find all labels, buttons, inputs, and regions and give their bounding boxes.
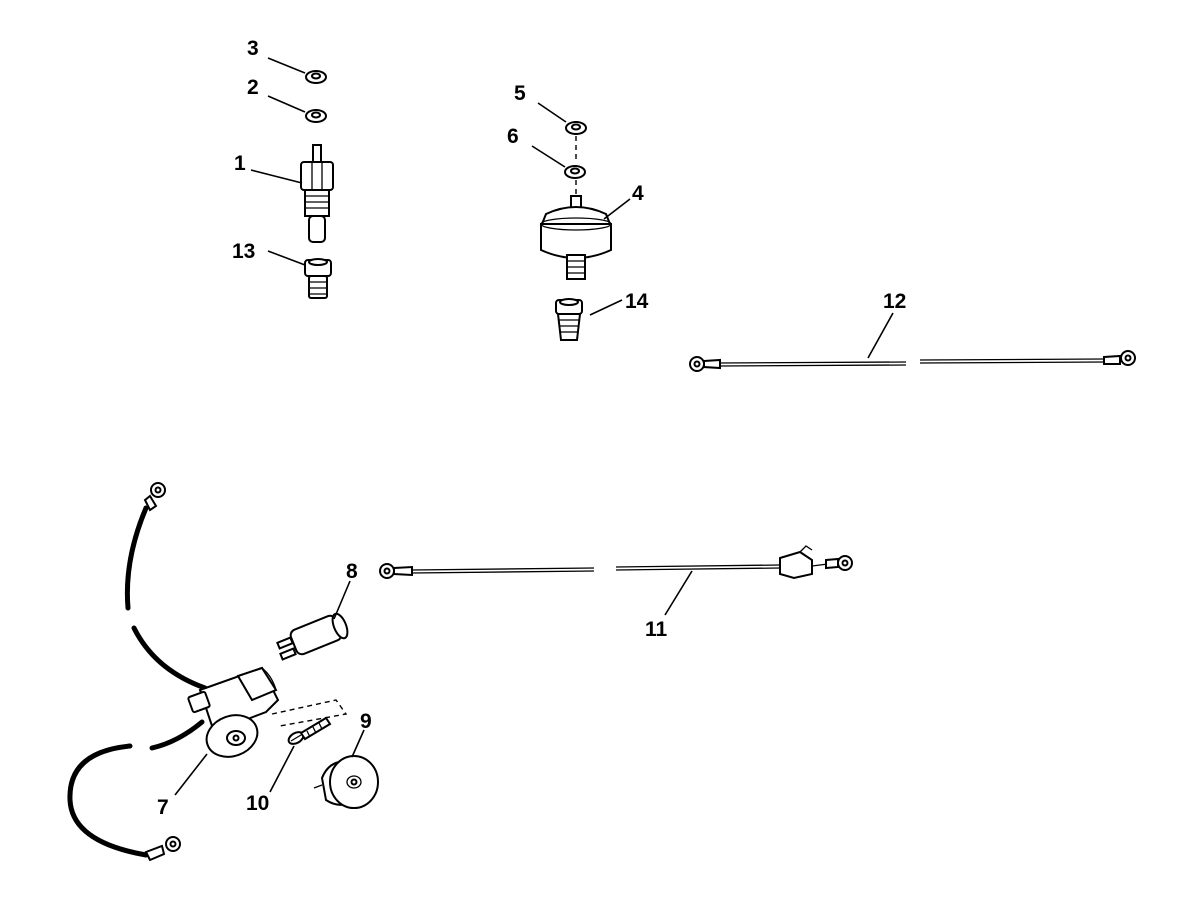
part-11-wire: [379, 545, 853, 616]
callout-10: 10: [246, 792, 269, 815]
part-10-screw: [269, 716, 332, 793]
callout-14: 14: [625, 290, 649, 313]
callout-11: 11: [645, 618, 668, 641]
callout-13: 13: [232, 240, 255, 263]
part-2-washer: [267, 95, 327, 123]
callout-1: 1: [234, 152, 246, 175]
part-5-nut: [537, 102, 587, 135]
callout-3: 3: [247, 37, 259, 60]
callout-8: 8: [346, 560, 358, 583]
part-8-connector: [276, 580, 351, 661]
part-3-nut: [267, 57, 327, 84]
callout-9: 9: [360, 710, 372, 733]
callout-5: 5: [514, 82, 526, 105]
callout-12: 12: [883, 290, 906, 313]
callout-6: 6: [507, 125, 519, 148]
part-6-washer: [531, 136, 586, 196]
part-4-pressure-sender: [540, 195, 631, 280]
callout-7: 7: [157, 796, 169, 819]
part-7-switch: [67, 482, 348, 862]
part-12-wire: [689, 312, 1136, 372]
part-13-adapter: [267, 250, 332, 299]
part-1-sender: [250, 144, 334, 243]
callout-2: 2: [247, 76, 259, 99]
part-14-adapter: [555, 298, 623, 341]
part-9-cap: [313, 729, 379, 809]
callout-4: 4: [632, 182, 644, 205]
